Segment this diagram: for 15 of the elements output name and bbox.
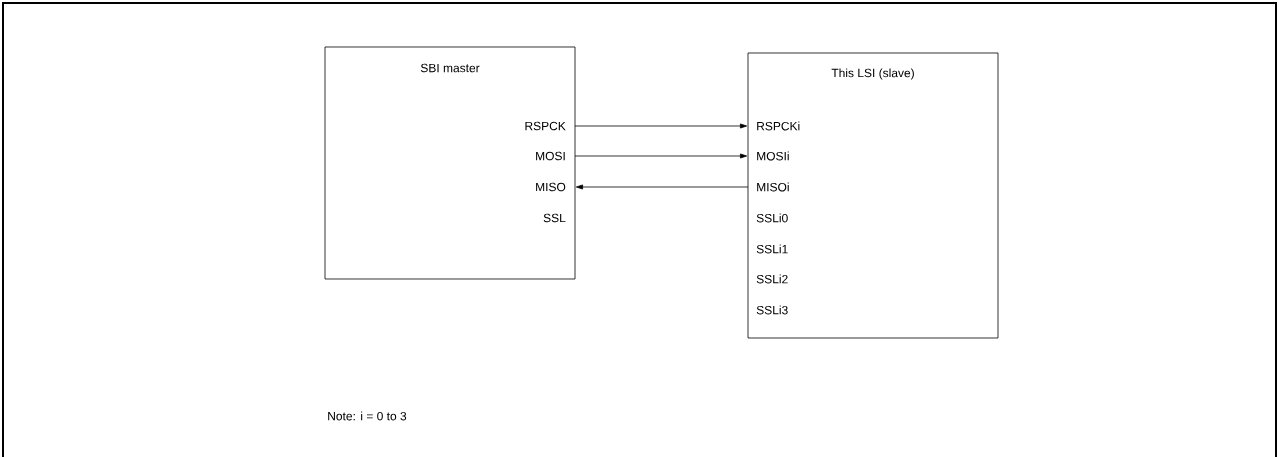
pin-label: SSLi3 — [756, 305, 788, 315]
pin-label: SSLi1 — [756, 244, 788, 254]
pin-label: SSLi0 — [756, 213, 788, 223]
pin-label: RSPCK — [525, 121, 566, 131]
pin-label: RSPCKi — [757, 121, 800, 131]
note-text: Note: i = 0 to 3 — [328, 411, 407, 421]
pin-label: MOSIi — [757, 151, 789, 161]
pin-label: SSLi2 — [756, 274, 788, 284]
pin-label: MOSI — [536, 151, 565, 161]
pin-label: MISOi — [757, 182, 789, 192]
arrow — [575, 184, 749, 190]
pin-label: MISO — [536, 182, 566, 192]
arrow — [574, 123, 748, 129]
arrow — [574, 153, 748, 159]
pin-label: SSL — [543, 213, 566, 223]
